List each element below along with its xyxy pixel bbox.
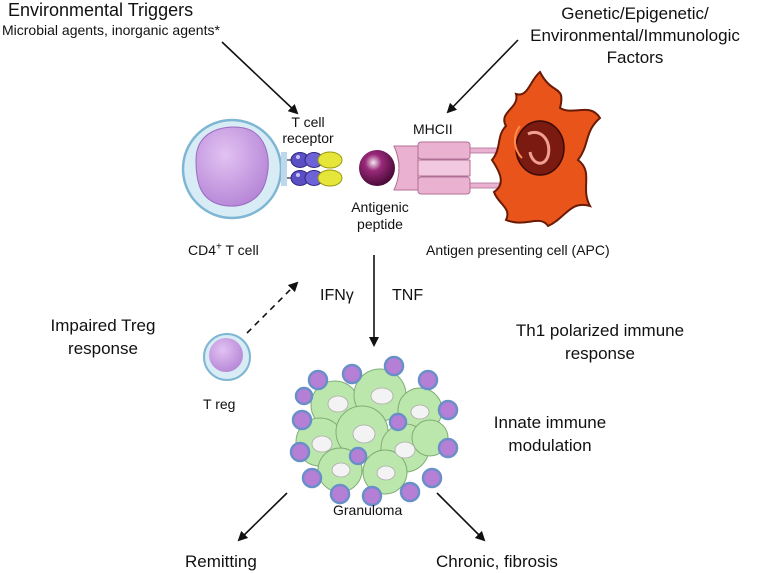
innate-line2: modulation [508,436,592,455]
chronic-fibrosis-label: Chronic, fibrosis [436,552,558,571]
impaired-treg-line2: response [68,339,138,358]
genetic-factors-arrow [446,39,519,114]
genetic-factors-line1: Genetic/Epigenetic/ [561,4,709,23]
env-trigger-arrow [221,41,299,115]
treg-dashed-arrow [246,281,299,334]
cd4-suffix: T cell [221,242,259,258]
mhcii-label: MHCII [413,121,453,137]
tcr-label-line1: T cell [291,114,325,130]
granuloma-icon [289,355,459,507]
genetic-factors-line3: Factors [606,48,664,67]
th1-line1: Th1 polarized immune [515,321,685,340]
tnf-label: TNF [392,287,424,304]
mhcii-icon [393,141,509,195]
chronic-arrow [436,492,486,542]
apc-label: Antigen presenting cell (APC) [426,242,610,258]
genetic-factors-line2: Environmental/Immunologic [530,26,740,45]
cd4-t-cell-icon [181,118,283,220]
remitting-arrow [237,492,288,542]
innate-line1: Innate immune [493,413,607,432]
cd4-sup: + [216,241,222,253]
antigenic-peptide-line2: peptide [357,216,403,232]
remitting-label: Remitting [185,552,257,571]
treg-label: T reg [203,396,236,412]
antigenic-peptide-icon [359,150,395,186]
env-triggers-subtitle: Microbial agents, inorganic agents* [2,22,220,38]
antigenic-peptide-line1: Antigenic [351,199,409,215]
ifn-gamma-label: IFNγ [320,287,354,304]
cd4-t-cell-label: CD4+ T cell [188,242,259,259]
impaired-treg-line1: Impaired Treg [50,316,156,335]
t-cell-receptor-icon [281,151,343,187]
treg-cell-icon [203,333,251,381]
granuloma-label: Granuloma [333,502,403,518]
env-triggers-title: Environmental Triggers [8,0,194,20]
cd4-prefix: CD4 [188,242,217,258]
tcr-label-line2: receptor [282,130,334,146]
th1-line2: response [565,344,635,363]
apc-icon [490,70,602,228]
